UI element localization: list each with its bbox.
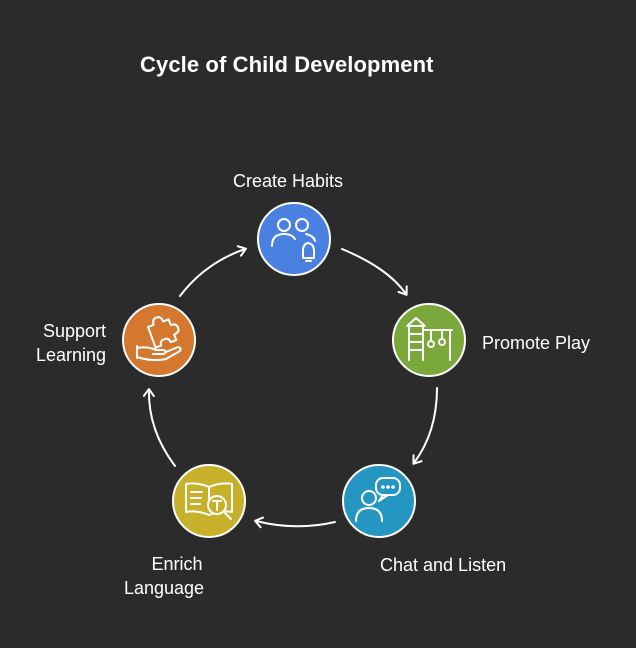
arrow-support-to-habits — [179, 245, 247, 297]
hand-puzzle-icon — [136, 316, 182, 362]
person-speech-bubble-icon — [355, 477, 401, 522]
book-magnifier-icon — [185, 482, 233, 520]
arrow-play-to-chat — [412, 387, 438, 465]
label-promote-play: Promote Play — [482, 333, 591, 353]
node-promote-play-circle — [392, 303, 466, 377]
label-enrich-language-line1: Enrich — [151, 554, 203, 574]
diagram-title: Cycle of Child Development — [140, 52, 434, 77]
label-support-learning: Support Learning — [0, 319, 106, 367]
people-bell-icon — [271, 218, 316, 262]
arrow-habits-to-play — [341, 248, 408, 296]
node-support-learning — [122, 303, 196, 377]
label-support-learning-line1: Support — [42, 321, 106, 341]
label-support-learning-line2: Learning — [35, 345, 106, 365]
label-create-habits: Create Habits — [233, 171, 344, 191]
arrow-chat-to-language — [254, 516, 336, 529]
label-enrich-language: Enrich Language — [0, 552, 208, 600]
node-support-learning-circle — [122, 303, 196, 377]
node-enrich-language — [172, 464, 246, 538]
node-promote-play — [392, 303, 466, 377]
node-chat-and-listen — [342, 464, 416, 538]
node-create-habits — [257, 202, 331, 276]
label-enrich-language-line2: Language — [123, 578, 205, 598]
arrow-language-to-support — [142, 388, 176, 467]
label-chat-and-listen: Chat and Listen — [380, 555, 507, 575]
playground-icon — [406, 317, 453, 361]
